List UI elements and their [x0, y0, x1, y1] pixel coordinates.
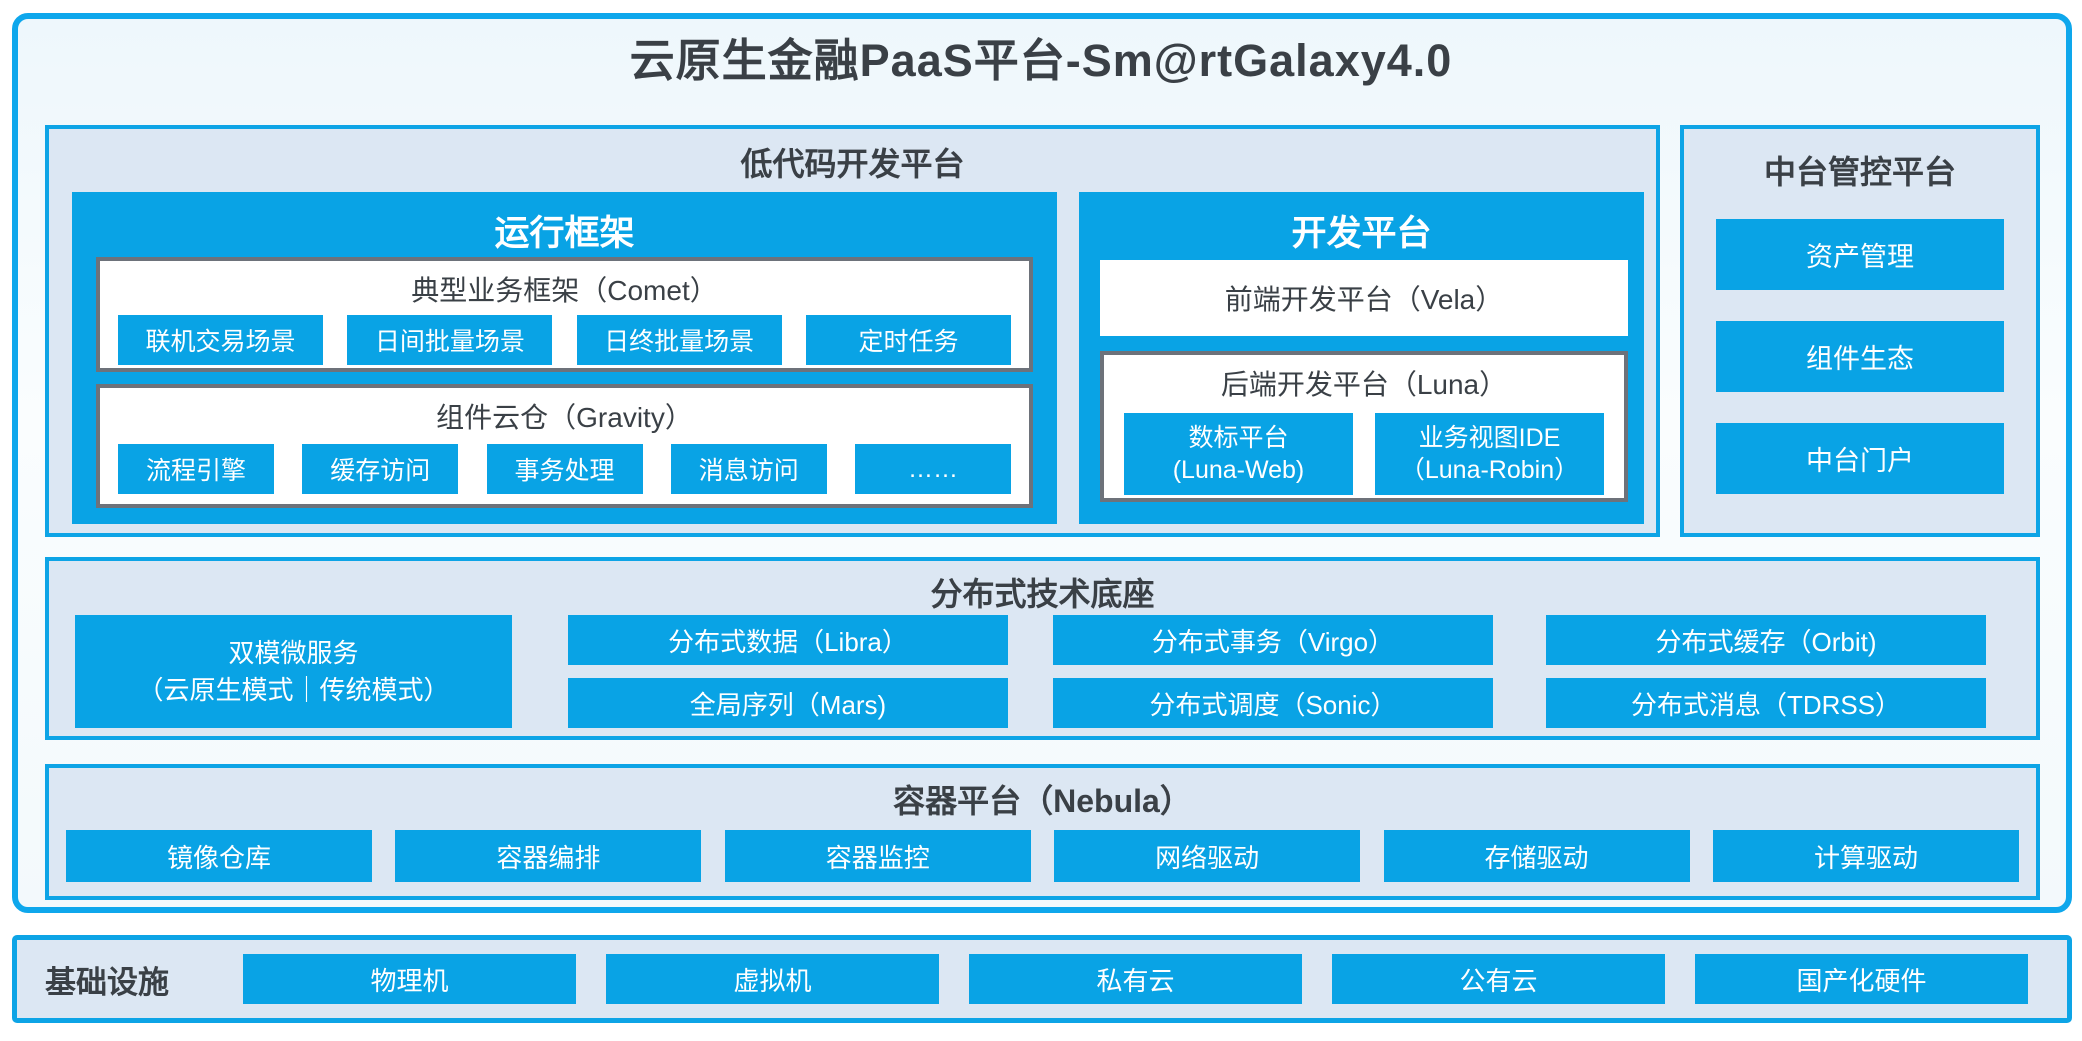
- chip: 日间批量场景: [347, 315, 553, 365]
- chip: 容器编排: [395, 830, 702, 882]
- dual-mode-line1: 双模微服务: [228, 638, 359, 669]
- gravity-chip-row: 流程引擎 缓存访问 事务处理 消息访问 ……: [100, 444, 1029, 494]
- chip: 日终批量场景: [576, 315, 782, 365]
- dual-mode-line2: （云原生模式｜传统模式）: [137, 674, 450, 705]
- chip: 分布式数据（Libra）: [568, 615, 1008, 665]
- distributed-base-title: 分布式技术底座: [930, 576, 1155, 612]
- chip: 消息访问: [670, 444, 827, 494]
- chip: 定时任务: [805, 315, 1011, 365]
- chip: 业务视图IDE （Luna-Robin）: [1375, 413, 1604, 495]
- chip: 缓存访问: [302, 444, 459, 494]
- chip-line2: （Luna-Robin）: [1399, 456, 1580, 484]
- panel-mid-platform-control: 中台管控平台 资产管理 组件生态 中台门户: [1680, 125, 2040, 537]
- chip: 公有云: [1332, 954, 1665, 1004]
- chip: 分布式事务（Virgo）: [1053, 615, 1493, 665]
- chip-line1: 业务视图IDE: [1418, 424, 1561, 452]
- luna-backend-box: 后端开发平台（Luna） 数标平台 (Luna-Web) 业务视图IDE （Lu…: [1100, 351, 1628, 502]
- chip: 分布式调度（Sonic）: [1053, 678, 1493, 728]
- comet-title: 典型业务框架（Comet）: [411, 275, 718, 306]
- mid-platform-item: 组件生态: [1716, 321, 2004, 392]
- chip: 事务处理: [486, 444, 643, 494]
- low-code-platform-title: 低代码开发平台: [740, 146, 965, 182]
- comet-chip-row: 联机交易场景 日间批量场景 日终批量场景 定时任务: [100, 315, 1029, 365]
- gravity-component-box: 组件云仓（Gravity） 流程引擎 缓存访问 事务处理 消息访问 ……: [96, 384, 1033, 508]
- chip: 存储驱动: [1383, 830, 1690, 882]
- chip: 分布式消息（TDRSS）: [1546, 678, 1986, 728]
- dual-mode-microservice-box: 双模微服务 （云原生模式｜传统模式）: [75, 615, 512, 728]
- panel-container-platform: 容器平台（Nebula） 镜像仓库 容器编排 容器监控 网络驱动 存储驱动 计算…: [45, 764, 2040, 900]
- luna-title: 后端开发平台（Luna）: [1220, 369, 1508, 400]
- chip: 容器监控: [724, 830, 1031, 882]
- runtime-framework-title: 运行框架: [494, 214, 635, 253]
- chip: 分布式缓存（Orbit): [1546, 615, 1986, 665]
- dev-platform-section: 开发平台 前端开发平台（Vela） 后端开发平台（Luna） 数标平台 (Lun…: [1079, 192, 1644, 524]
- chip-line2: (Luna-Web): [1172, 456, 1305, 484]
- vela-frontend-box: 前端开发平台（Vela）: [1100, 260, 1628, 336]
- chip: 计算驱动: [1712, 830, 2019, 882]
- page-title: 云原生金融PaaS平台-Sm@rtGalaxy4.0: [629, 35, 1453, 86]
- chip: 物理机: [243, 954, 576, 1004]
- container-chip-row: 镜像仓库 容器编排 容器监控 网络驱动 存储驱动 计算驱动: [66, 830, 2019, 882]
- chip: 虚拟机: [606, 954, 939, 1004]
- chip: 流程引擎: [118, 444, 274, 494]
- chip: 镜像仓库: [66, 830, 372, 882]
- chip-line1: 数标平台: [1188, 424, 1289, 452]
- gravity-title: 组件云仓（Gravity）: [436, 402, 693, 433]
- panel-distributed-base: 分布式技术底座 双模微服务 （云原生模式｜传统模式） 分布式数据（Libra） …: [45, 557, 2040, 740]
- chip: 私有云: [969, 954, 1302, 1004]
- panel-infrastructure: 基础设施 物理机 虚拟机 私有云 公有云 国产化硬件: [12, 935, 2072, 1023]
- dev-platform-title: 开发平台: [1291, 214, 1432, 253]
- chip: ……: [855, 444, 1011, 494]
- container-platform-title: 容器平台（Nebula）: [893, 783, 1192, 819]
- luna-chip-row: 数标平台 (Luna-Web) 业务视图IDE （Luna-Robin）: [1104, 413, 1624, 495]
- panel-low-code-platform: 低代码开发平台 运行框架 典型业务框架（Comet） 联机交易场景 日间批量场景…: [45, 125, 1660, 537]
- mid-platform-title: 中台管控平台: [1763, 154, 1956, 190]
- mid-platform-item: 资产管理: [1716, 219, 2004, 290]
- chip: 国产化硬件: [1695, 954, 2028, 1004]
- infrastructure-title: 基础设施: [45, 964, 169, 1000]
- chip: 联机交易场景: [118, 315, 323, 365]
- chip: 数标平台 (Luna-Web): [1124, 413, 1353, 495]
- mid-platform-item: 中台门户: [1716, 423, 2004, 494]
- comet-framework-box: 典型业务框架（Comet） 联机交易场景 日间批量场景 日终批量场景 定时任务: [96, 257, 1033, 372]
- chip: 全局序列（Mars): [568, 678, 1008, 728]
- chip: 网络驱动: [1054, 830, 1361, 882]
- runtime-framework-section: 运行框架 典型业务框架（Comet） 联机交易场景 日间批量场景 日终批量场景 …: [72, 192, 1057, 524]
